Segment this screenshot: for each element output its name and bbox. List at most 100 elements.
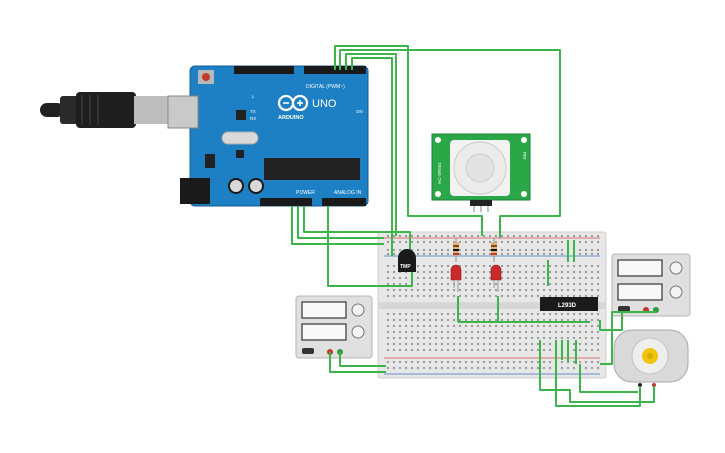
breadboard-hole xyxy=(453,337,455,339)
breadboard-hole xyxy=(483,313,485,315)
breadboard-hole xyxy=(507,283,509,285)
breadboard-hole xyxy=(423,331,425,333)
breadboard-hole xyxy=(567,367,569,369)
breadboard-hole xyxy=(537,319,539,321)
resistor-2[interactable] xyxy=(491,238,497,262)
led-red-2[interactable] xyxy=(490,264,502,292)
breadboard-hole xyxy=(555,277,557,279)
breadboard-hole xyxy=(591,343,593,345)
led-red-1[interactable] xyxy=(450,264,462,292)
power-supply-right[interactable] xyxy=(611,253,691,317)
breadboard-hole xyxy=(573,337,575,339)
breadboard-hole xyxy=(465,277,467,279)
breadboard-hole xyxy=(489,253,491,255)
breadboard-hole xyxy=(537,249,539,251)
breadboard-hole xyxy=(531,325,533,327)
breadboard-hole xyxy=(501,249,503,251)
breadboard-hole xyxy=(591,367,593,369)
temperature-sensor[interactable]: TMP xyxy=(398,249,416,272)
breadboard-hole xyxy=(597,277,599,279)
breadboard-hole xyxy=(417,343,419,345)
breadboard-hole xyxy=(489,271,491,273)
breadboard-hole xyxy=(393,241,395,243)
breadboard-hole xyxy=(453,343,455,345)
arduino-uno-board[interactable]: UNO ARDUINO DIGITAL (PWM~) POWER ANALOG … xyxy=(167,65,369,207)
breadboard-hole xyxy=(507,235,509,237)
breadboard-hole xyxy=(513,331,515,333)
breadboard-hole xyxy=(513,271,515,273)
breadboard-hole xyxy=(417,249,419,251)
breadboard-hole xyxy=(435,343,437,345)
breadboard-hole xyxy=(507,325,509,327)
breadboard-hole xyxy=(435,277,437,279)
breadboard-hole xyxy=(483,319,485,321)
breadboard-hole xyxy=(501,295,503,297)
breadboard-hole xyxy=(441,253,443,255)
pir-sensor[interactable]: HC-SR501 PIR xyxy=(431,133,531,212)
breadboard-hole xyxy=(459,343,461,345)
pir-left-label: HC-SR501 xyxy=(437,162,442,184)
breadboard-hole xyxy=(399,241,401,243)
breadboard-hole xyxy=(549,331,551,333)
breadboard-hole xyxy=(573,319,575,321)
breadboard-hole xyxy=(405,361,407,363)
breadboard-hole xyxy=(573,325,575,327)
breadboard-hole xyxy=(573,295,575,297)
breadboard-hole xyxy=(591,325,593,327)
breadboard-hole xyxy=(441,235,443,237)
breadboard-hole xyxy=(519,343,521,345)
breadboard-hole xyxy=(471,253,473,255)
breadboard-hole xyxy=(537,289,539,291)
breadboard-hole xyxy=(531,313,533,315)
breadboard-hole xyxy=(477,277,479,279)
breadboard-hole xyxy=(549,289,551,291)
dc-motor-icon[interactable] xyxy=(613,329,689,387)
breadboard-hole xyxy=(555,295,557,297)
breadboard-hole xyxy=(507,265,509,267)
breadboard-hole xyxy=(477,271,479,273)
breadboard-hole xyxy=(423,271,425,273)
breadboard-hole xyxy=(471,319,473,321)
breadboard-hole xyxy=(597,265,599,267)
breadboard-hole xyxy=(513,295,515,297)
breadboard-hole xyxy=(579,361,581,363)
resistor-1[interactable] xyxy=(453,238,459,262)
breadboard-hole xyxy=(573,331,575,333)
breadboard-hole xyxy=(555,337,557,339)
breadboard-hole xyxy=(525,325,527,327)
temp-sensor-label: TMP xyxy=(400,264,411,270)
breadboard-hole xyxy=(525,349,527,351)
breadboard-hole xyxy=(519,235,521,237)
breadboard-hole xyxy=(579,331,581,333)
breadboard-hole xyxy=(579,349,581,351)
breadboard-hole xyxy=(507,349,509,351)
breadboard-hole xyxy=(477,325,479,327)
reset-button[interactable] xyxy=(202,73,210,81)
breadboard-hole xyxy=(423,349,425,351)
breadboard-hole xyxy=(459,361,461,363)
breadboard-hole xyxy=(447,289,449,291)
breadboard-hole xyxy=(567,277,569,279)
breadboard-hole xyxy=(567,295,569,297)
breadboard-hole xyxy=(531,283,533,285)
breadboard-hole xyxy=(597,253,599,255)
breadboard-hole xyxy=(399,337,401,339)
breadboard-hole xyxy=(441,349,443,351)
breadboard-hole xyxy=(579,277,581,279)
breadboard-hole xyxy=(513,313,515,315)
breadboard-hole xyxy=(429,271,431,273)
breadboard-hole xyxy=(429,313,431,315)
breadboard-hole xyxy=(501,283,503,285)
breadboard-hole xyxy=(387,325,389,327)
breadboard-hole xyxy=(441,271,443,273)
breadboard-hole xyxy=(573,313,575,315)
breadboard-hole xyxy=(543,343,545,345)
breadboard-hole xyxy=(543,349,545,351)
breadboard-hole xyxy=(393,271,395,273)
power-supply-left[interactable] xyxy=(295,295,373,359)
motor-driver-ic[interactable]: L293D xyxy=(540,297,598,311)
breadboard-hole xyxy=(399,331,401,333)
breadboard-hole xyxy=(561,249,563,251)
breadboard-hole xyxy=(405,241,407,243)
breadboard-hole xyxy=(501,361,503,363)
